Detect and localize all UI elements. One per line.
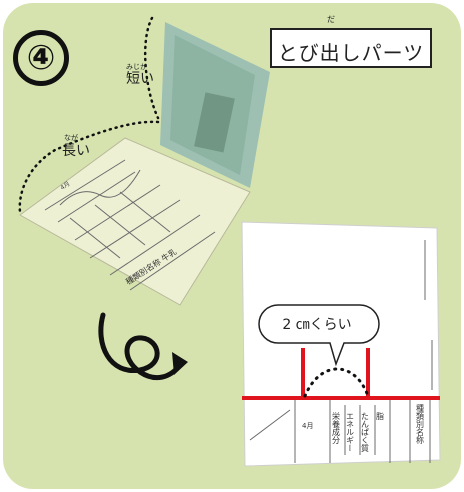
short-label: 短い: [126, 71, 154, 87]
speech-bubble: [258, 304, 380, 367]
measure-dotted-arc: [303, 367, 370, 398]
bottom-col2-label: エネルギー: [346, 412, 355, 452]
title-box: とび出しパーツ: [270, 28, 432, 68]
bottom-sheet-illustration: 4月 栄養成分 エネルギー たんぱく質 脂 種類別名称: [241, 221, 441, 467]
short-dotted-arc: [143, 16, 160, 120]
long-label: 長い: [62, 143, 90, 159]
bottom-col1-label: 栄養成分: [332, 411, 341, 445]
top-booklet-illustration: 種類別名称 牛乳 4月: [18, 16, 270, 306]
bottom-col4-label: 脂: [376, 411, 385, 421]
flip-arrow-icon: [98, 312, 188, 381]
bottom-col3-label: たんぱく質: [361, 412, 370, 453]
bottom-month-label: 4月: [302, 422, 313, 430]
short-label-ruby: みじか: [126, 63, 147, 71]
booklet-base-page: [19, 137, 251, 306]
booklet-printed-lines: [44, 159, 216, 291]
bottom-type-label: 種類別名称: [416, 403, 425, 445]
title-text: とび出しパーツ: [277, 41, 425, 65]
title-ruby: だ: [327, 15, 335, 24]
long-label-ruby: なが: [64, 134, 78, 142]
bubble-text: 2 ㎝くらい: [282, 317, 352, 333]
booklet-month-label: 4月: [59, 180, 71, 191]
step-number-badge: ④: [13, 30, 69, 86]
tall-flap-mark: [194, 92, 235, 153]
long-dotted-arc: [18, 120, 160, 214]
